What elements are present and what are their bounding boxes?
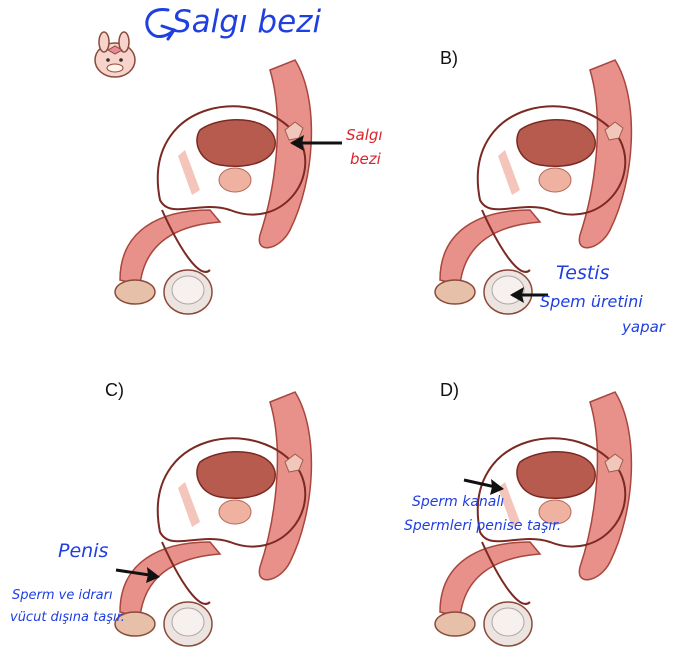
anatomy-illustration-b	[420, 60, 687, 320]
annotation-c-title: Penis	[58, 540, 108, 562]
annotation-b-line2: yapar	[622, 318, 665, 336]
annotation-d-line1: Sperm kanalı	[412, 494, 504, 510]
heading-title: Salgı bezi	[172, 4, 321, 40]
panel-c-diagram	[100, 392, 400, 652]
annotation-d-line2: Spermleri penise taşır.	[404, 518, 561, 534]
panel-a-diagram	[100, 60, 400, 320]
annotation-c-line1: Sperm ve idrarı	[12, 588, 113, 603]
anatomy-illustration-c	[100, 392, 400, 652]
panel-b-diagram	[420, 60, 687, 320]
annotation-a-line2: bezi	[350, 150, 381, 168]
annotation-b-title: Testis	[556, 262, 609, 284]
arrow-c-icon	[112, 562, 164, 586]
annotation-b-line1: Spem üretini	[540, 292, 643, 311]
annotation-a-line1: Salgı	[346, 126, 383, 144]
annotation-c-line2: vücut dışına taşır.	[10, 610, 125, 625]
arrow-a-icon	[286, 132, 346, 154]
anatomy-illustration-a	[100, 60, 400, 320]
